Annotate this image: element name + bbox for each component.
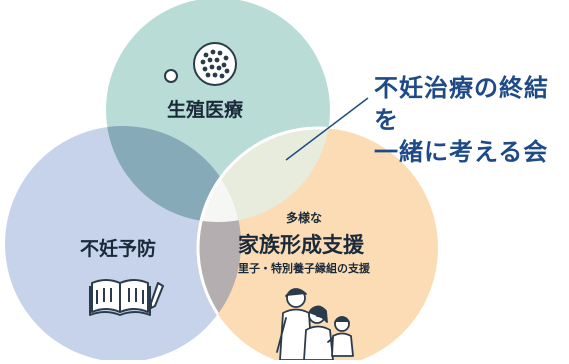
title-pointer-line <box>285 97 369 161</box>
family-arc <box>196 126 330 222</box>
medicine-label: 生殖医療 <box>167 99 244 121</box>
family-sub-label: 里子・特別養子縁組の支援 <box>238 262 370 275</box>
overlap-medicine-family <box>198 128 330 222</box>
family-label: 家族形成支援 <box>238 233 364 257</box>
family-arc-lower <box>196 126 241 362</box>
overlap-medicine-prevention <box>106 126 241 222</box>
title-line-2: 一緒に考える会 <box>374 138 549 166</box>
diagram-title: 不妊治療の終結を 一緒に考える会 <box>374 72 569 168</box>
egg-cell-icon <box>164 42 237 86</box>
title-line-1: 不妊治療の終結を <box>374 74 549 134</box>
family-prefix-label: 多様な <box>286 211 323 225</box>
family-icon <box>276 288 354 361</box>
book-pencil-icon <box>89 279 164 316</box>
prevention-label: 不妊予防 <box>80 238 157 260</box>
